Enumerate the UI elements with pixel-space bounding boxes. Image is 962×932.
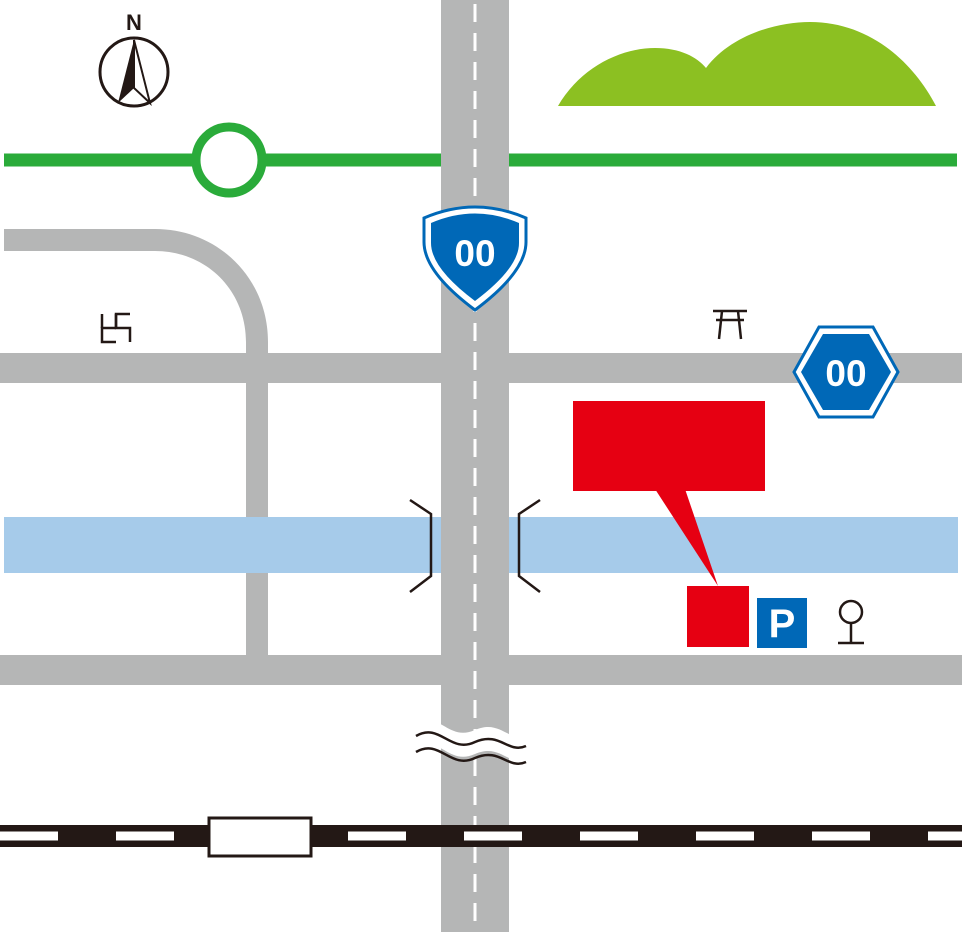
- temple-icon: [100, 312, 132, 344]
- parking-label: P: [769, 602, 796, 646]
- route-shield-icon: 00: [422, 205, 528, 312]
- station-circle-icon: [191, 122, 267, 198]
- park-icon: [838, 599, 864, 645]
- prefectural-route-number: 00: [825, 353, 866, 394]
- destination-callout: [573, 401, 765, 647]
- shrine-icon: [713, 309, 747, 340]
- national-route-number: 00: [454, 233, 495, 274]
- railway: [0, 816, 962, 858]
- bridge-icon: [409, 498, 541, 593]
- destination-marker: [687, 586, 749, 647]
- station: [207, 816, 313, 858]
- north-arrow-icon: N: [98, 10, 170, 108]
- parking-icon: P: [757, 598, 807, 648]
- road-break-icon: [415, 720, 527, 765]
- north-label: N: [126, 10, 142, 35]
- route-hexagon-icon: 00: [792, 325, 900, 419]
- hill-icon: [558, 22, 936, 106]
- national-road: [441, 0, 509, 932]
